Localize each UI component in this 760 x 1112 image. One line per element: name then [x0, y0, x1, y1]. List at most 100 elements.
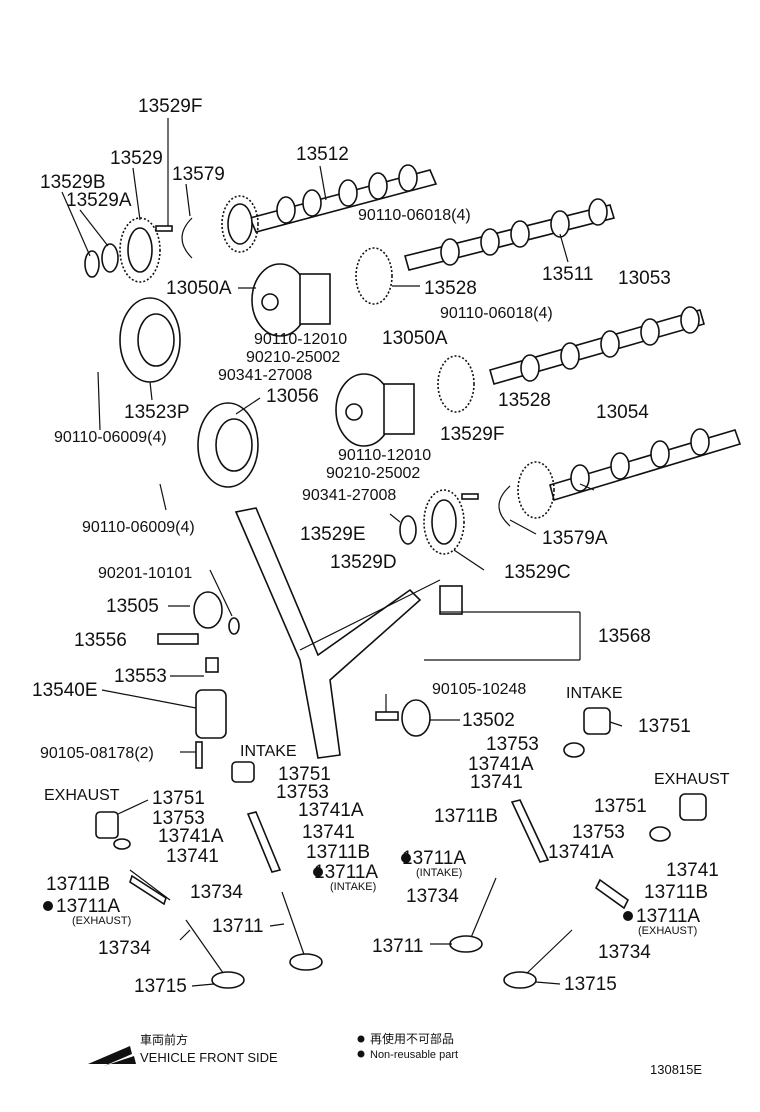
legend-dot-icon [357, 1050, 365, 1058]
label-90105-08178: 90105-08178(2) [40, 745, 154, 762]
label-13753-m: 13753 [276, 782, 329, 803]
label-13711B-l: 13711B [46, 874, 110, 895]
timing-belt-13568 [234, 507, 441, 759]
label-13529D: 13529D [330, 552, 397, 573]
label-13711B-r1: 13711B [434, 806, 498, 827]
label-13741A-r1: 13741A [468, 754, 534, 775]
label-13529B: 13529B [40, 172, 106, 193]
label-13734-rr: 13734 [598, 942, 651, 963]
label-13529E: 13529E [300, 524, 366, 545]
idler-13502 [375, 699, 431, 737]
diagram-code: 130815E [650, 1062, 702, 1077]
label-13741-r1: 13741 [470, 772, 523, 793]
label-exhaust-l-small: (EXHAUST) [72, 915, 131, 927]
label-intake-r-small: (INTAKE) [416, 867, 462, 879]
valve-intake-right [449, 707, 611, 953]
label-exhaust-r-small: (EXHAUST) [638, 925, 697, 937]
label-13528-b: 13528 [498, 390, 551, 411]
nonreusable-dot-middle [313, 867, 323, 877]
camshaft-13511 [404, 198, 616, 271]
label-13751-rr: 13751 [594, 796, 647, 817]
label-13528-a: 13528 [424, 278, 477, 299]
label-90110-12010-a: 90110-12010 [254, 331, 347, 348]
label-13505: 13505 [106, 596, 159, 617]
label-13751-l: 13751 [152, 788, 205, 809]
legend-front-cjk: 車両前方 [140, 1032, 188, 1047]
label-90210-25002-b: 90210-25002 [326, 465, 420, 482]
label-90201-10101: 90201-10101 [98, 565, 192, 582]
label-13056: 13056 [266, 386, 319, 407]
label-90341-27008-a: 90341-27008 [218, 367, 312, 384]
label-13711A-l: 13711A [56, 896, 120, 917]
sprocket-13050A-upper [251, 247, 393, 337]
label-13741A-rr: 13741A [548, 842, 614, 863]
label-13711A-r1: 13711A [402, 848, 466, 869]
label-13523P: 13523P [124, 402, 190, 423]
heading-exhaust-right: EXHAUST [654, 771, 730, 788]
label-13741A-m: 13741A [298, 800, 364, 821]
camshaft-13053 [489, 306, 705, 385]
nonreusable-dot-rr [623, 911, 633, 921]
label-13753-r1: 13753 [486, 734, 539, 755]
label-13741A-l: 13741A [158, 826, 224, 847]
label-13529A: 13529A [66, 190, 132, 211]
camshaft-13512 [221, 164, 438, 253]
label-90210-25002-a: 90210-25002 [246, 349, 340, 366]
label-13050A-a: 13050A [166, 278, 232, 299]
tensioner-13540E [195, 657, 227, 769]
label-13711-r1: 13711 [372, 936, 423, 957]
label-13734-r1: 13734 [406, 886, 459, 907]
pulley-13523P [119, 297, 181, 383]
label-13715-rr: 13715 [564, 974, 617, 995]
legend: 車両前方 VEHICLE FRONT SIDE 再使用不可部品 Non-reus… [88, 1031, 702, 1077]
part-box-13568 [439, 585, 463, 615]
label-13753-l: 13753 [152, 808, 205, 829]
label-13741-rr: 13741 [666, 860, 719, 881]
label-13553: 13553 [114, 666, 167, 687]
label-13529F: 13529F [138, 96, 202, 117]
label-90110-06018-b: 90110-06018(4) [440, 305, 553, 322]
label-13512: 13512 [296, 144, 349, 165]
label-90110-06009-a: 90110-06009(4) [54, 429, 167, 446]
label-13734-m: 13734 [190, 882, 243, 903]
gear-13529C [399, 485, 511, 555]
label-13556: 13556 [74, 630, 127, 651]
label-90110-06018-a: 90110-06018(4) [358, 207, 471, 224]
heading-intake-right: INTAKE [566, 685, 623, 702]
label-13568: 13568 [598, 626, 651, 647]
label-13711-m: 13711 [212, 916, 263, 937]
label-13751-m: 13751 [278, 764, 331, 785]
label-13711B-rr: 13711B [644, 882, 708, 903]
idler-13505 [157, 591, 240, 645]
label-13715-l: 13715 [134, 976, 187, 997]
pulley-13056 [197, 402, 259, 488]
leader-lines [61, 118, 623, 987]
gear-13529 [84, 217, 193, 283]
label-13529: 13529 [110, 148, 163, 169]
label-13579: 13579 [172, 164, 225, 185]
legend-nonreuse-cjk: 再使用不可部品 [370, 1031, 454, 1046]
label-90110-12010-b: 90110-12010 [338, 447, 431, 464]
front-arrow-icon [88, 1046, 136, 1066]
label-13054: 13054 [596, 402, 649, 423]
nonreusable-dot-right [401, 853, 411, 863]
label-13753-rr: 13753 [572, 822, 625, 843]
label-13502: 13502 [462, 710, 515, 731]
valve-intake-middle [231, 761, 323, 971]
label-13511: 13511 [542, 264, 593, 285]
label-13529C: 13529C [504, 562, 571, 583]
label-13050A-b: 13050A [382, 328, 448, 349]
camshaft-13054 [517, 428, 742, 519]
label-13579A: 13579A [542, 528, 608, 549]
label-13751-r1: 13751 [638, 716, 691, 737]
label-13741-m: 13741 [302, 822, 355, 843]
legend-dot-icon [357, 1035, 365, 1043]
label-13734-l: 13734 [98, 938, 151, 959]
label-90110-06009-b: 90110-06009(4) [82, 519, 195, 536]
label-13711A-rr: 13711A [636, 906, 700, 927]
heading-intake-middle: INTAKE [240, 743, 297, 760]
label-90341-27008-b: 90341-27008 [302, 487, 396, 504]
valve-exhaust-right [503, 793, 707, 989]
